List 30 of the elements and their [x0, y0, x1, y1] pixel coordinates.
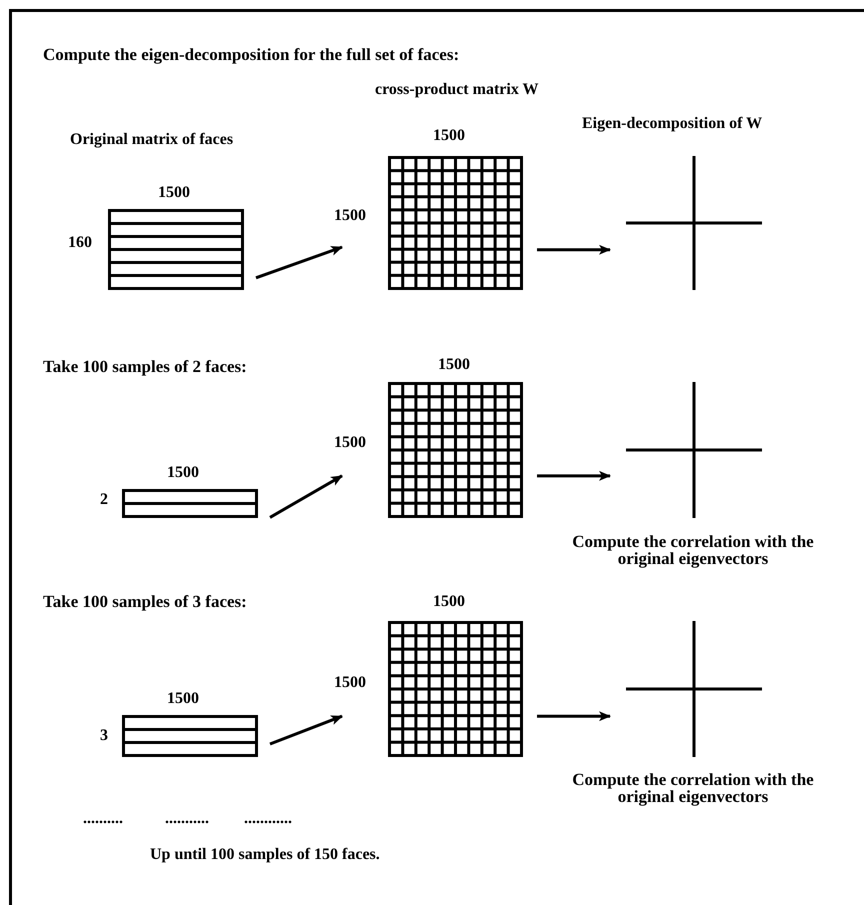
ellipsis-dots: ...........: [165, 810, 209, 828]
arrow: [269, 474, 343, 519]
heading-text: Eigen-decomposition of W: [582, 115, 762, 133]
ellipsis-dots: ............: [244, 810, 292, 828]
dimension-label: 1500: [158, 184, 190, 202]
dimension-label: 3: [100, 727, 108, 745]
dimension-label: 1500: [334, 207, 366, 225]
step-heading: Take 100 samples of 2 faces:: [43, 358, 247, 376]
heading-text: Original matrix of faces: [70, 131, 234, 149]
dimension-label: 1500: [167, 690, 199, 708]
note-text: Up until 100 samples of 150 faces.: [150, 846, 380, 864]
arrow: [537, 711, 611, 722]
dimension-label: 2: [100, 491, 108, 509]
arrow: [269, 714, 343, 746]
ellipsis-dots: ..........: [83, 810, 123, 828]
caption-text: Compute the correlation with the original eigenvectors: [571, 771, 815, 805]
arrow: [537, 244, 611, 255]
dimension-label: 1500: [334, 674, 366, 692]
dimension-label: 1500: [167, 464, 199, 482]
dimension-label: 1500: [334, 434, 366, 452]
step-heading: Take 100 samples of 3 faces:: [43, 593, 247, 611]
arrow: [256, 246, 343, 280]
dimension-label: 1500: [438, 356, 470, 374]
dimension-label: 1500: [433, 127, 465, 145]
dimension-label: 1500: [433, 593, 465, 611]
title-text: Compute the eigen-decomposition for the full set of faces:: [43, 46, 460, 64]
heading-text: cross-product matrix W: [375, 81, 539, 99]
dimension-label: 160: [68, 234, 92, 252]
caption-text: Compute the correlation with the original eigenvectors: [571, 533, 815, 567]
arrow: [537, 470, 611, 481]
